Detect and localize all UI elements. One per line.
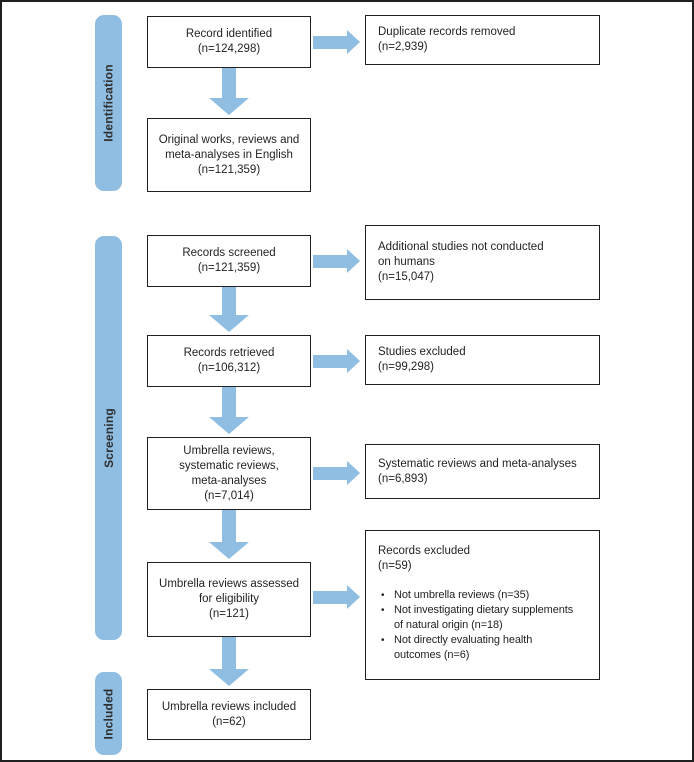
arrow-down-icon (209, 68, 249, 115)
arrow-shaft (313, 590, 347, 604)
box-original-works: Original works, reviews and meta-analyse… (147, 118, 311, 192)
bullet-text: Not investigating dietary supplements of… (394, 604, 574, 631)
box-umbrella-included: Umbrella reviews included (n=62) (147, 689, 311, 740)
bullet-text: Not umbrella reviews (n=35) (394, 589, 530, 601)
arrow-right-icon (313, 349, 360, 373)
arrow-shaft (222, 637, 236, 670)
arrow-down-icon (209, 287, 249, 332)
stage-label-included: Included (101, 688, 116, 739)
stage-label-identification: Identification (101, 64, 116, 142)
arrow-right-icon (313, 249, 360, 273)
arrow-shaft (313, 35, 347, 49)
list-item: • Not investigating dietary supplements … (378, 603, 595, 633)
box-records-excluded: Records excluded (n=59) • Not umbrella r… (365, 530, 600, 680)
arrow-shaft (313, 466, 347, 480)
stage-bar-identification: Identification (95, 15, 122, 191)
arrow-head (347, 30, 360, 54)
arrow-right-icon (313, 461, 360, 485)
arrow-shaft (222, 387, 236, 418)
bullet-icon: • (381, 635, 385, 646)
arrow-head (209, 417, 249, 434)
stage-bar-included: Included (95, 672, 122, 755)
arrow-right-icon (313, 585, 360, 609)
arrow-head (347, 249, 360, 273)
box-umbrella-systematic-meta: Umbrella reviews, systematic reviews, me… (147, 437, 311, 510)
box-non-human-studies-text: Additional studies not conducted on huma… (378, 241, 544, 283)
box-records-retrieved-text: Records retrieved (n=106,312) (183, 347, 275, 374)
arrow-shaft (222, 510, 236, 543)
box-umbrella-systematic-meta-text: Umbrella reviews, systematic reviews, me… (179, 444, 279, 502)
arrow-head (209, 669, 249, 686)
arrow-down-icon (209, 387, 249, 434)
arrow-head (209, 315, 249, 332)
box-original-works-text: Original works, reviews and meta-analyse… (158, 133, 300, 176)
box-systematic-meta-excluded: Systematic reviews and meta-analyses (n=… (365, 444, 600, 499)
bullet-icon: • (381, 605, 385, 616)
arrow-down-icon (209, 510, 249, 559)
box-records-screened: Records screened (n=121,359) (147, 235, 311, 287)
box-assessed-eligibility-text: Umbrella reviews assessed for eligibilit… (159, 578, 299, 620)
box-record-identified-text: Record identified (n=124,298) (185, 28, 273, 55)
box-systematic-meta-excluded-text: Systematic reviews and meta-analyses (n=… (378, 457, 577, 485)
box-studies-excluded: Studies excluded (n=99,298) (365, 335, 600, 385)
box-duplicates-removed-text: Duplicate records removed (n=2,939) (378, 26, 516, 53)
box-umbrella-included-text: Umbrella reviews included (n=62) (161, 700, 297, 728)
arrow-shaft (313, 354, 347, 368)
arrow-shaft (313, 254, 347, 268)
arrow-shaft (222, 68, 236, 99)
box-records-excluded-title: Records excluded (n=59) (378, 545, 471, 572)
arrow-head (347, 461, 360, 485)
box-records-screened-text: Records screened (n=121,359) (182, 247, 276, 274)
stage-label-screening: Screening (101, 408, 116, 468)
arrow-head (347, 349, 360, 373)
box-studies-excluded-text: Studies excluded (n=99,298) (378, 346, 466, 373)
box-record-identified: Record identified (n=124,298) (147, 16, 311, 68)
list-item: • Not umbrella reviews (n=35) (378, 588, 595, 603)
arrow-head (209, 542, 249, 559)
bullet-icon: • (381, 590, 385, 601)
box-records-retrieved: Records retrieved (n=106,312) (147, 335, 311, 387)
arrow-shaft (222, 287, 236, 316)
bullet-text: Not directly evaluating health outcomes … (394, 634, 533, 661)
records-excluded-bullet-list: • Not umbrella reviews (n=35) • Not inve… (378, 588, 595, 663)
box-assessed-eligibility: Umbrella reviews assessed for eligibilit… (147, 562, 311, 637)
box-non-human-studies: Additional studies not conducted on huma… (365, 225, 600, 300)
arrow-down-icon (209, 637, 249, 686)
list-item: • Not directly evaluating health outcome… (378, 633, 595, 663)
stage-bar-screening: Screening (95, 236, 122, 640)
arrow-right-icon (313, 30, 360, 54)
arrow-head (347, 585, 360, 609)
box-duplicates-removed: Duplicate records removed (n=2,939) (365, 15, 600, 65)
arrow-head (209, 98, 249, 115)
